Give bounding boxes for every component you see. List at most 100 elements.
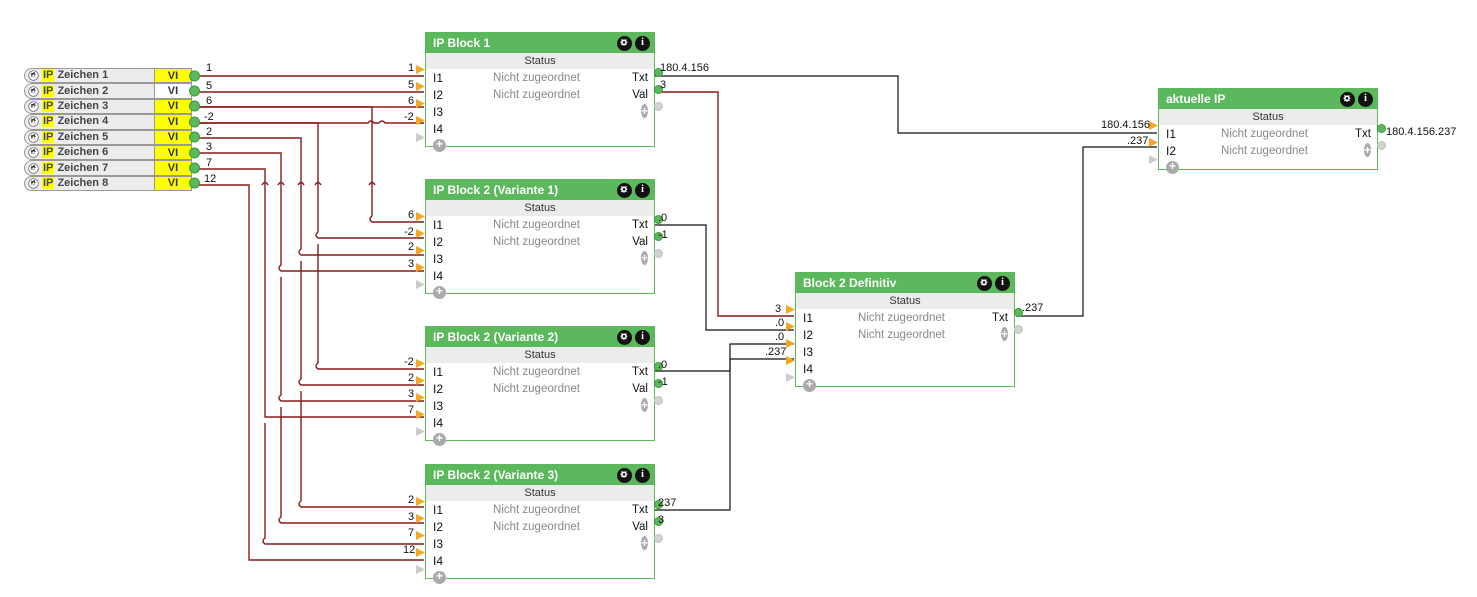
output-port-val[interactable]: [654, 85, 663, 94]
add-output-button[interactable]: +: [622, 535, 648, 550]
source-node[interactable]: IP Zeichen 7 VI: [24, 160, 200, 176]
input-port-i1[interactable]: [416, 64, 427, 75]
add-input-button[interactable]: +: [1159, 159, 1377, 176]
source-output-port[interactable]: [189, 147, 200, 159]
input-port-new[interactable]: [416, 132, 427, 143]
add-input-button[interactable]: +: [426, 137, 654, 154]
output-port-val[interactable]: [654, 379, 663, 388]
source-node[interactable]: IP Zeichen 8 VI: [24, 175, 200, 192]
input-port-i4[interactable]: [416, 262, 427, 273]
input-port-i4[interactable]: [416, 547, 427, 558]
gear-icon[interactable]: [27, 100, 40, 113]
add-input-button[interactable]: +: [426, 431, 654, 448]
source-output-port[interactable]: [189, 70, 200, 82]
input-port-i1[interactable]: [1149, 120, 1160, 131]
input-port-i2[interactable]: [786, 321, 797, 332]
output-port-txt[interactable]: [654, 362, 663, 371]
source-output-port[interactable]: [189, 85, 200, 97]
input-port-i2[interactable]: [416, 81, 427, 92]
input-port-i3[interactable]: [416, 392, 427, 403]
block-header[interactable]: IP Block 2 (Variante 3) i: [426, 465, 654, 485]
gear-icon[interactable]: [617, 329, 632, 345]
gear-icon[interactable]: [617, 182, 632, 198]
block-header[interactable]: Block 2 Definitiv i: [796, 273, 1014, 293]
plus-icon[interactable]: +: [1000, 326, 1008, 341]
source-node[interactable]: IP Zeichen 6 VI: [24, 144, 200, 161]
input-port-i2[interactable]: [416, 375, 427, 386]
source-output-port[interactable]: [189, 100, 200, 112]
plus-icon[interactable]: +: [433, 138, 446, 152]
block-header[interactable]: aktuelle IP i: [1159, 89, 1377, 109]
input-port-new[interactable]: [416, 279, 427, 290]
source-node[interactable]: IP Zeichen 2 VI: [24, 83, 200, 99]
source-node[interactable]: IP Zeichen 4 VI: [24, 114, 200, 130]
block-ip-block-2-variante-1[interactable]: IP Block 2 (Variante 1) i Status I1 Nich…: [416, 179, 663, 299]
add-input-button[interactable]: +: [426, 569, 654, 586]
plus-icon[interactable]: +: [640, 397, 648, 412]
plus-icon[interactable]: +: [803, 378, 816, 392]
gear-icon[interactable]: [27, 146, 40, 159]
block-aktuelle-ip[interactable]: aktuelle IP i Status I1 Nicht zugeordnet…: [1149, 88, 1386, 174]
info-icon[interactable]: i: [635, 329, 650, 345]
input-port-i3[interactable]: [416, 98, 427, 109]
add-output-button[interactable]: +: [982, 326, 1008, 341]
input-port-new[interactable]: [416, 426, 427, 437]
info-icon[interactable]: i: [635, 35, 650, 51]
source-output-port[interactable]: [189, 116, 200, 128]
gear-icon[interactable]: [27, 177, 40, 190]
plus-icon[interactable]: +: [1363, 142, 1371, 157]
output-port-new[interactable]: [654, 396, 663, 405]
source-output-port[interactable]: [189, 177, 200, 189]
block-header[interactable]: IP Block 2 (Variante 2) i: [426, 327, 654, 347]
gear-icon[interactable]: [27, 162, 40, 175]
input-port-i2[interactable]: [416, 228, 427, 239]
output-port-txt[interactable]: [654, 68, 663, 77]
gear-icon[interactable]: [27, 131, 40, 144]
source-node[interactable]: IP Zeichen 5 VI: [24, 129, 200, 145]
add-input-button[interactable]: +: [796, 377, 1014, 394]
source-node[interactable]: IP Zeichen 1 VI: [24, 68, 200, 84]
plus-icon[interactable]: +: [433, 432, 446, 446]
output-port-new[interactable]: [1377, 141, 1386, 150]
source-node[interactable]: IP Zeichen 3 VI: [24, 98, 200, 115]
input-port-new[interactable]: [1149, 154, 1160, 165]
add-output-button[interactable]: +: [1345, 142, 1371, 157]
block-header[interactable]: IP Block 2 (Variante 1) i: [426, 180, 654, 200]
info-icon[interactable]: i: [635, 182, 650, 198]
output-port-val[interactable]: [654, 232, 663, 241]
plus-icon[interactable]: +: [640, 250, 648, 265]
input-port-i4[interactable]: [416, 115, 427, 126]
block-ip-block-2-variante-3[interactable]: IP Block 2 (Variante 3) i Status I1 Nich…: [416, 464, 663, 584]
add-output-button[interactable]: +: [622, 397, 648, 412]
plus-icon[interactable]: +: [1166, 160, 1179, 174]
gear-icon[interactable]: [27, 69, 40, 82]
add-output-button[interactable]: +: [622, 103, 648, 118]
input-port-i2[interactable]: [1149, 137, 1160, 148]
plus-icon[interactable]: +: [433, 570, 446, 584]
gear-icon[interactable]: [977, 275, 992, 291]
input-port-i3[interactable]: [786, 338, 797, 349]
output-port-new[interactable]: [654, 534, 663, 543]
info-icon[interactable]: i: [1358, 91, 1373, 107]
output-port-new[interactable]: [1014, 325, 1023, 334]
info-icon[interactable]: i: [635, 467, 650, 483]
output-port-txt[interactable]: [654, 500, 663, 509]
add-input-button[interactable]: +: [426, 284, 654, 301]
gear-icon[interactable]: [27, 115, 40, 128]
input-port-new[interactable]: [416, 564, 427, 575]
output-port-txt[interactable]: [654, 215, 663, 224]
input-port-i1[interactable]: [416, 496, 427, 507]
block-block-2-definitiv[interactable]: Block 2 Definitiv i Status I1 Nicht zuge…: [786, 272, 1023, 392]
input-port-i1[interactable]: [786, 304, 797, 315]
input-port-i4[interactable]: [786, 355, 797, 366]
gear-icon[interactable]: [27, 85, 40, 98]
output-port-txt[interactable]: [1377, 124, 1386, 133]
info-icon[interactable]: i: [995, 275, 1010, 291]
block-header[interactable]: IP Block 1 i: [426, 33, 654, 53]
input-port-new[interactable]: [786, 372, 797, 383]
output-port-txt[interactable]: [1014, 308, 1023, 317]
gear-icon[interactable]: [617, 35, 632, 51]
source-output-port[interactable]: [189, 131, 200, 143]
add-output-button[interactable]: +: [622, 250, 648, 265]
gear-icon[interactable]: [617, 467, 632, 483]
